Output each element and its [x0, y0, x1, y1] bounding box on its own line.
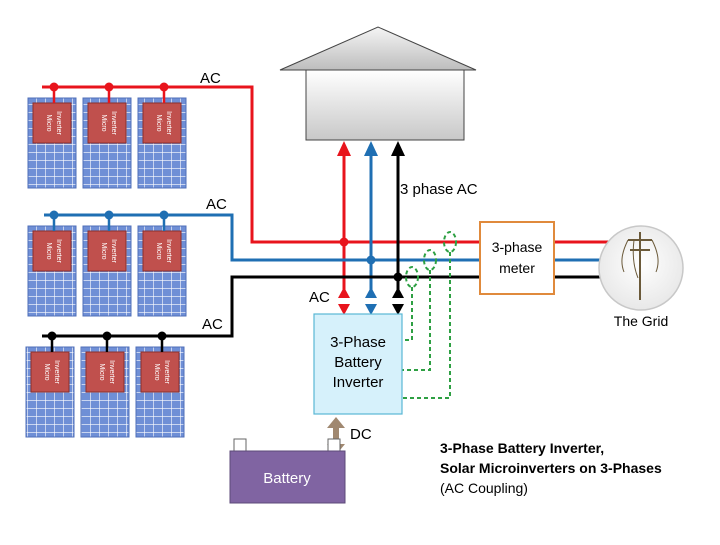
ac-label-blue: AC — [206, 196, 227, 213]
battery: Battery — [229, 438, 346, 504]
micro-inverter-label: Inverter — [110, 111, 117, 135]
meter-label-line2: meter — [499, 260, 535, 276]
micro-inverter-label: Inverter — [165, 239, 172, 263]
micro-inverter-label: Inverter — [53, 360, 60, 384]
battery-inverter: 3-Phase Battery Inverter — [313, 313, 403, 415]
micro-inverter-label: Inverter — [108, 360, 115, 384]
micro-inverter-label: Micro — [98, 363, 105, 380]
phase-black-wiring — [42, 152, 610, 338]
battery-label: Battery — [263, 470, 311, 487]
micro-inverter-label: Micro — [100, 242, 107, 259]
micro-inverter — [30, 351, 70, 393]
inverter-label-line2: Battery — [334, 354, 382, 371]
micro-inverter-label: Inverter — [110, 239, 117, 263]
current-sensors — [402, 231, 457, 399]
meter-label-line1: 3-phase — [492, 239, 543, 255]
house-feed-arrows — [337, 141, 405, 156]
micro-inverter-label: Micro — [43, 363, 50, 380]
phase-red-wiring — [42, 85, 610, 292]
micro-inverter-label: Inverter — [163, 360, 170, 384]
three-phase-meter: 3-phase meter — [479, 221, 555, 295]
micro-inverter-label: Micro — [153, 363, 160, 380]
micro-inverter — [142, 230, 182, 272]
junction-dots — [339, 237, 403, 282]
micro-inverter — [87, 230, 127, 272]
ac-label-inverter: AC — [309, 289, 330, 306]
house — [279, 26, 477, 141]
micro-inverter-label: Micro — [45, 114, 52, 131]
grid: The Grid — [598, 225, 684, 329]
dc-label: DC — [350, 426, 372, 443]
caption-line2: Solar Microinverters on 3-Phases — [440, 460, 662, 476]
micro-inverter-label: Inverter — [165, 111, 172, 135]
ac-label-black: AC — [202, 316, 223, 333]
inverter-ac-arrows — [338, 287, 404, 315]
three-phase-ac-label: 3 phase AC — [400, 181, 478, 198]
inverter-label-line1: 3-Phase — [330, 334, 386, 351]
ac-label-red: AC — [200, 70, 221, 87]
micro-inverter — [32, 102, 72, 144]
micro-inverter — [87, 102, 127, 144]
micro-inverter-label: Micro — [155, 114, 162, 131]
utility-pole-icon — [621, 232, 659, 300]
diagram-caption: 3-Phase Battery Inverter, Solar Microinv… — [440, 438, 662, 498]
micro-inverter — [142, 102, 182, 144]
micro-inverter-label: Inverter — [55, 239, 62, 263]
micro-inverter-label: Inverter — [55, 111, 62, 135]
micro-inverter-label: Micro — [155, 242, 162, 259]
micro-inverter-label: Micro — [45, 242, 52, 259]
phase-blue-wiring — [44, 152, 610, 292]
caption-line3: (AC Coupling) — [440, 480, 528, 496]
grid-label: The Grid — [614, 313, 668, 329]
caption-line1: 3-Phase Battery Inverter, — [440, 440, 605, 456]
inverter-label-line3: Inverter — [333, 374, 384, 391]
house-roof — [279, 26, 477, 71]
micro-inverter-label: Micro — [100, 114, 107, 131]
house-wall — [305, 69, 465, 141]
micro-inverter — [140, 351, 180, 393]
micro-inverter — [85, 351, 125, 393]
micro-inverter — [32, 230, 72, 272]
